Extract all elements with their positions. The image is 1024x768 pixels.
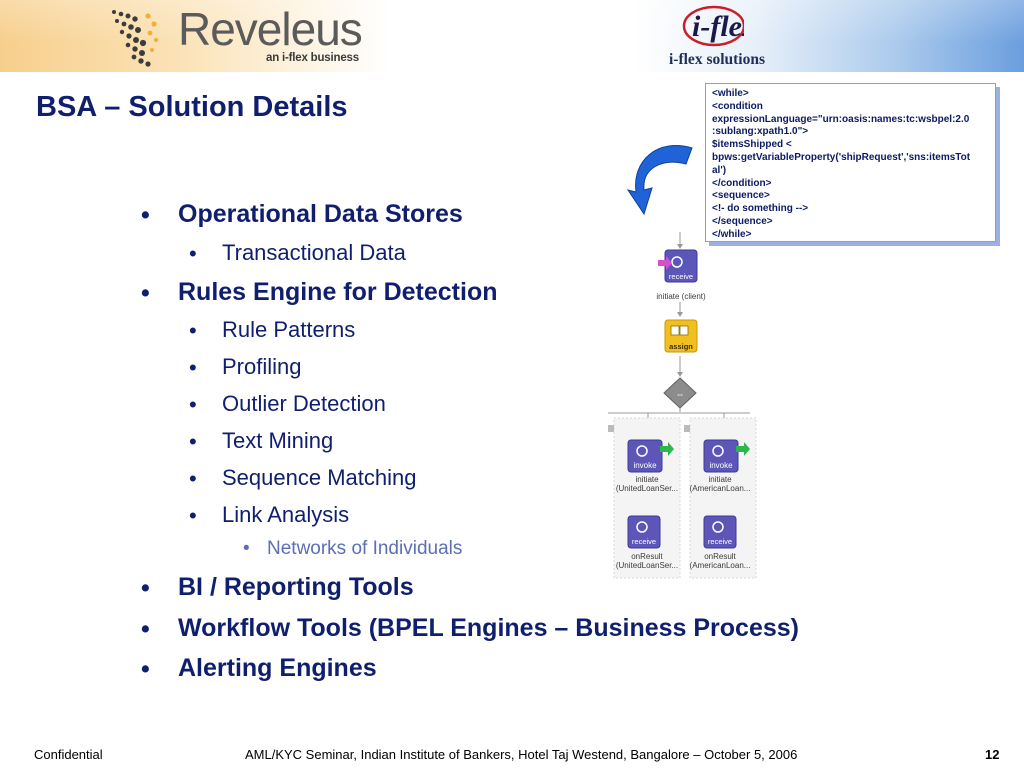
- banner-shade: [0, 0, 1024, 72]
- gear-icon: [636, 445, 648, 457]
- header-banner: Reveleus an i-flex business i-flex i-fle…: [0, 0, 1024, 72]
- gear-icon: [712, 521, 724, 533]
- bullet-marker: •: [189, 429, 197, 454]
- arrow-out-icon: [736, 442, 750, 456]
- bullet-textmining: Text Mining: [222, 428, 334, 453]
- gear-icon: [636, 521, 648, 533]
- code-line: <condition: [712, 100, 763, 112]
- footer-page-number: 12: [985, 747, 1000, 762]
- curved-arrow-icon: [626, 145, 693, 216]
- label-right-invoke-1: initiate: [708, 475, 732, 484]
- document-icon: [679, 325, 689, 336]
- code-line: </condition>: [712, 177, 772, 189]
- label-right-result-1: onResult: [704, 552, 736, 561]
- bullet-marker: •: [189, 241, 197, 266]
- flow-gateway[interactable]: ⇔: [663, 377, 697, 409]
- code-line: bpws:getVariableProperty('shipRequest','…: [712, 151, 971, 163]
- bullet-link: Link Analysis: [222, 502, 350, 527]
- invoke-label: invoke: [709, 461, 733, 470]
- bullet-marker: •: [141, 201, 150, 229]
- footer-confidential: Confidential: [34, 747, 103, 762]
- bullet-marker: •: [243, 538, 250, 559]
- document-icon: [670, 325, 680, 336]
- gear-icon: [712, 445, 724, 457]
- bullet-marker: •: [141, 615, 150, 643]
- code-line: <sequence>: [712, 190, 770, 202]
- receive-label: receive: [708, 537, 732, 546]
- bullet-networks: Networks of Individuals: [267, 538, 463, 559]
- assign-activity[interactable]: assign: [664, 319, 698, 353]
- receive-activity[interactable]: receive: [658, 249, 698, 283]
- bullet-patterns: Rule Patterns: [222, 317, 356, 342]
- code-line: <!- do something -->: [712, 203, 809, 215]
- bullet-marker: •: [141, 574, 150, 602]
- reveleus-logo-icon: [112, 10, 159, 67]
- label-right-result-2: (AmericanLoan...: [689, 561, 751, 570]
- code-line: :sublang:xpath1.0">: [712, 126, 809, 138]
- flow-gateway-icon: ⇔: [676, 389, 685, 399]
- bullet-marker: •: [189, 503, 197, 528]
- code-line: al'): [712, 164, 727, 176]
- slide-title: BSA – Solution Details: [36, 91, 348, 123]
- bullet-bi: BI / Reporting Tools: [178, 573, 414, 601]
- receive-activity-united[interactable]: receive: [627, 515, 661, 549]
- invoke-activity-american[interactable]: invoke: [703, 439, 750, 473]
- bullet-marker: •: [189, 392, 197, 417]
- bullet-marker: •: [189, 318, 197, 343]
- code-line: </while>: [712, 228, 752, 240]
- code-line: expressionLanguage="urn:oasis:names:tc:w…: [712, 113, 970, 125]
- bullet-profiling: Profiling: [222, 354, 302, 379]
- lock-icon: [608, 425, 614, 432]
- receive-label: receive: [632, 537, 656, 546]
- iflex-tagline: i-flex solutions: [669, 51, 766, 68]
- bullet-marker: •: [141, 279, 150, 307]
- bullet-sequence: Sequence Matching: [222, 465, 417, 490]
- reveleus-wordmark: Reveleus: [178, 3, 363, 55]
- iflex-logo-wordmark: i-flex: [692, 10, 744, 43]
- code-line: $itemsShipped <: [712, 139, 792, 151]
- label-left-invoke-2: (UnitedLoanSer...: [615, 484, 679, 493]
- bullet-marker: •: [189, 466, 197, 491]
- receive-label: receive: [669, 272, 693, 281]
- label-initiate-client: initiate (client): [656, 292, 706, 301]
- bpel-code-snippet: <while> <condition expressionLanguage="u…: [705, 83, 996, 242]
- bullet-rules: Rules Engine for Detection: [178, 278, 498, 306]
- label-left-result-1: onResult: [631, 552, 663, 561]
- bullet-marker: •: [189, 355, 197, 380]
- reveleus-tagline: an i-flex business: [266, 52, 359, 64]
- label-right-invoke-2: (AmericanLoan...: [689, 484, 751, 493]
- invoke-activity-united[interactable]: invoke: [627, 439, 674, 473]
- footer-event: AML/KYC Seminar, Indian Institute of Ban…: [245, 747, 798, 762]
- bullet-alerting: Alerting Engines: [178, 654, 377, 682]
- bullet-outlier: Outlier Detection: [222, 391, 386, 416]
- bullet-ods: Operational Data Stores: [178, 200, 463, 228]
- arrow-out-icon: [660, 442, 674, 456]
- label-left-invoke-1: initiate: [635, 475, 659, 484]
- bullet-transactional: Transactional Data: [222, 240, 406, 265]
- arrow-in-icon: [658, 256, 672, 270]
- code-line: <while>: [712, 88, 749, 99]
- bpel-process-diagram: receive assign ⇔ invoke invoke receive r…: [608, 145, 757, 579]
- assign-label: assign: [669, 342, 693, 351]
- iflex-logo-icon: i-flex: [682, 5, 744, 47]
- gear-icon: [671, 256, 683, 268]
- receive-activity-american[interactable]: receive: [703, 515, 737, 549]
- bullet-marker: •: [141, 655, 150, 683]
- code-line: </sequence>: [712, 215, 773, 227]
- lock-icon: [684, 425, 690, 432]
- invoke-label: invoke: [633, 461, 657, 470]
- bullet-workflow: Workflow Tools (BPEL Engines – Business …: [178, 614, 799, 642]
- label-left-result-2: (UnitedLoanSer...: [615, 561, 679, 570]
